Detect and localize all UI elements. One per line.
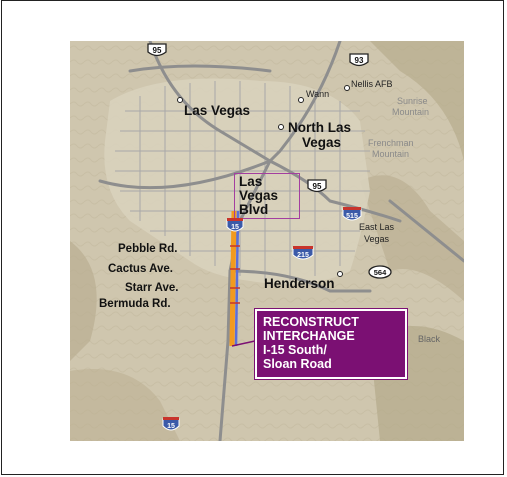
wann-marker (298, 97, 304, 103)
las-vegas-marker (177, 97, 183, 103)
label-frenchman-mountain-1: Frenchman (368, 138, 414, 148)
svg-text:215: 215 (297, 252, 309, 259)
us-93-shield: 93 (349, 53, 369, 67)
label-sunrise-mountain-2: Mountain (392, 107, 430, 117)
callout-line-2: INTERCHANGE (263, 329, 355, 343)
i-515-shield: 515 (342, 207, 362, 221)
svg-text:95: 95 (313, 182, 322, 191)
label-east-las-vegas-2: Vegas (364, 234, 390, 244)
i-15-shield-top: 15 (226, 218, 244, 232)
label-sunrise-mountain-1: Sunrise (397, 96, 428, 106)
henderson-marker (337, 271, 343, 277)
label-north-las-vegas-1: North Las (288, 120, 352, 135)
north-las-vegas-marker (278, 124, 284, 130)
label-las-vegas-blvd-1: Las (239, 174, 263, 189)
nv-564-shield: 564 (368, 265, 392, 279)
us-95-shield-top: 95 (147, 43, 167, 57)
svg-text:515: 515 (346, 213, 358, 220)
svg-text:15: 15 (231, 224, 239, 231)
svg-text:15: 15 (167, 423, 175, 430)
callout-line-3: I-15 South/ (263, 343, 327, 357)
label-north-las-vegas-2: Vegas (302, 135, 342, 150)
reconstruct-interchange-callout: RECONSTRUCT INTERCHANGE I-15 South/ Sloa… (255, 309, 407, 379)
label-starr-ave: Starr Ave. (125, 282, 179, 294)
callout-line-1: RECONSTRUCT (263, 315, 359, 329)
svg-text:564: 564 (374, 268, 387, 277)
label-cactus-ave: Cactus Ave. (108, 263, 173, 275)
us-95-shield-mid: 95 (307, 179, 327, 193)
i-15-shield-bottom: 15 (162, 417, 180, 431)
label-black-mountain: Black (418, 334, 441, 344)
svg-text:93: 93 (355, 56, 364, 65)
callout-line-4: Sloan Road (263, 357, 332, 371)
las-vegas-blvd-box (234, 173, 300, 219)
label-wann: Wann (306, 89, 330, 99)
label-henderson: Henderson (264, 276, 335, 291)
map-area: Las Vegas North Las Vegas Las Vegas Blvd… (70, 41, 464, 441)
label-nellis-afb: Nellis AFB (351, 79, 393, 89)
nellis-afb-marker (344, 85, 350, 91)
label-las-vegas-blvd-3: Blvd (239, 202, 269, 217)
label-east-las-vegas-1: East Las (359, 222, 395, 232)
label-bermuda-rd: Bermuda Rd. (99, 298, 171, 310)
label-las-vegas: Las Vegas (184, 103, 251, 118)
svg-text:95: 95 (153, 46, 162, 55)
i-215-shield: 215 (292, 246, 314, 260)
label-las-vegas-blvd-2: Vegas (239, 188, 279, 203)
label-frenchman-mountain-2: Mountain (372, 149, 410, 159)
map-base (70, 41, 464, 441)
label-pebble-rd: Pebble Rd. (118, 243, 178, 255)
